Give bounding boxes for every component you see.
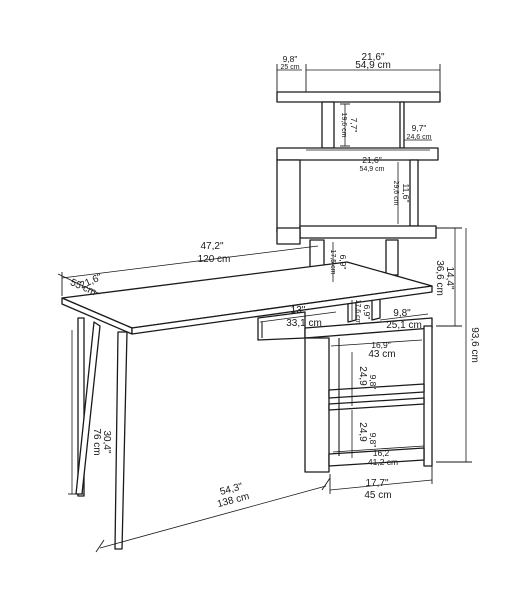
cabinet-inner-width-cm: 43 cm [368, 349, 395, 360]
dimension-lines [57, 64, 472, 553]
lower-connector-right [385, 239, 399, 276]
cabinet-left-side [304, 337, 330, 473]
desk-width-in: 47,2" [200, 241, 223, 252]
cabinet-bottom [328, 447, 425, 467]
upper-box-floor [299, 225, 437, 239]
under-shelf-divider-right [371, 298, 381, 321]
upper-box-lower-left [276, 227, 301, 245]
mid-gap-height-in: 11,6" [401, 184, 411, 203]
upper-left-post [321, 101, 335, 149]
upper-gap-width-in: 9,7" [412, 123, 427, 133]
under-gap-height-cm: 17,6 cm [354, 300, 361, 325]
lower-gap-height-cm: 17,5 cm [329, 250, 336, 275]
cabinet-bottom-width-in: 16,2 [373, 448, 390, 458]
upper-gap-width-cm: 24,6 cm [407, 134, 432, 141]
cabinet-width-in: 17,7" [365, 478, 388, 489]
under-gap-height-in: 6,9" [362, 305, 372, 320]
cabinet-inner-width-in: 16,9" [371, 340, 391, 350]
cabinet-width-cm: 45 cm [364, 490, 391, 501]
mid-gap-height-cm: 29,6 cm [392, 181, 399, 206]
desk-furniture [61, 91, 441, 550]
tower-height-cm: 36,6 cm [434, 260, 445, 296]
cabinet-shelf-1 [328, 383, 425, 399]
total-height: 93,6 cm [469, 327, 480, 363]
cabinet-shelf-2 [328, 397, 425, 411]
leg-height-in: 30,4" [101, 430, 112, 453]
top-shelf-depth-in: 9,8" [283, 54, 298, 64]
top-shelf [276, 91, 441, 103]
cabinet-shelf2-height-in: 24,9 [357, 422, 368, 442]
upper-box-left [276, 159, 301, 233]
middle-shelf [276, 147, 439, 161]
upper-gap-height-cm: 19,6 cm [340, 113, 347, 138]
mid-shelf-width-in: 21,6" [362, 155, 382, 165]
under-gap-width-in: 13" [291, 305, 306, 316]
cabinet-shelf1-height-in: 24,9 [357, 366, 368, 386]
mid-shelf-width-cm: 54,9 cm [360, 166, 385, 173]
top-shelf-width-in: 21,6" [361, 52, 384, 63]
under-right-width-cm: 25,1 cm [386, 320, 422, 331]
upper-right-post [399, 101, 405, 149]
cabinet-shelf2-height-cm: 9,8" [368, 433, 378, 448]
dimension-labels: 21,6" 54,9 cm 9,8" 25 cm 7,7" 19,6 cm 9,… [68, 52, 480, 510]
top-shelf-width-cm: 54,9 cm [355, 60, 391, 71]
lower-gap-height-in: 6,9" [338, 255, 348, 270]
cabinet-shelf1-height-cm: 9,8" [368, 375, 378, 390]
leg-height-cm: 76 cm [91, 428, 102, 455]
upper-gap-height-in: 7,7" [349, 118, 359, 133]
top-shelf-depth-cm: 25 cm [280, 64, 299, 71]
under-right-width-in: 9,8" [393, 308, 411, 319]
desk-width-cm: 120 cm [198, 254, 231, 265]
tower-height-in: 14,4" [444, 266, 455, 289]
desk-top-front-edge [131, 285, 433, 335]
under-gap-width-cm: 33,1 cm [286, 318, 322, 329]
desk-front-leg [114, 331, 128, 550]
cabinet-bottom-width-cm: 41,2 cm [368, 457, 398, 467]
cabinet-right-side [423, 325, 433, 467]
